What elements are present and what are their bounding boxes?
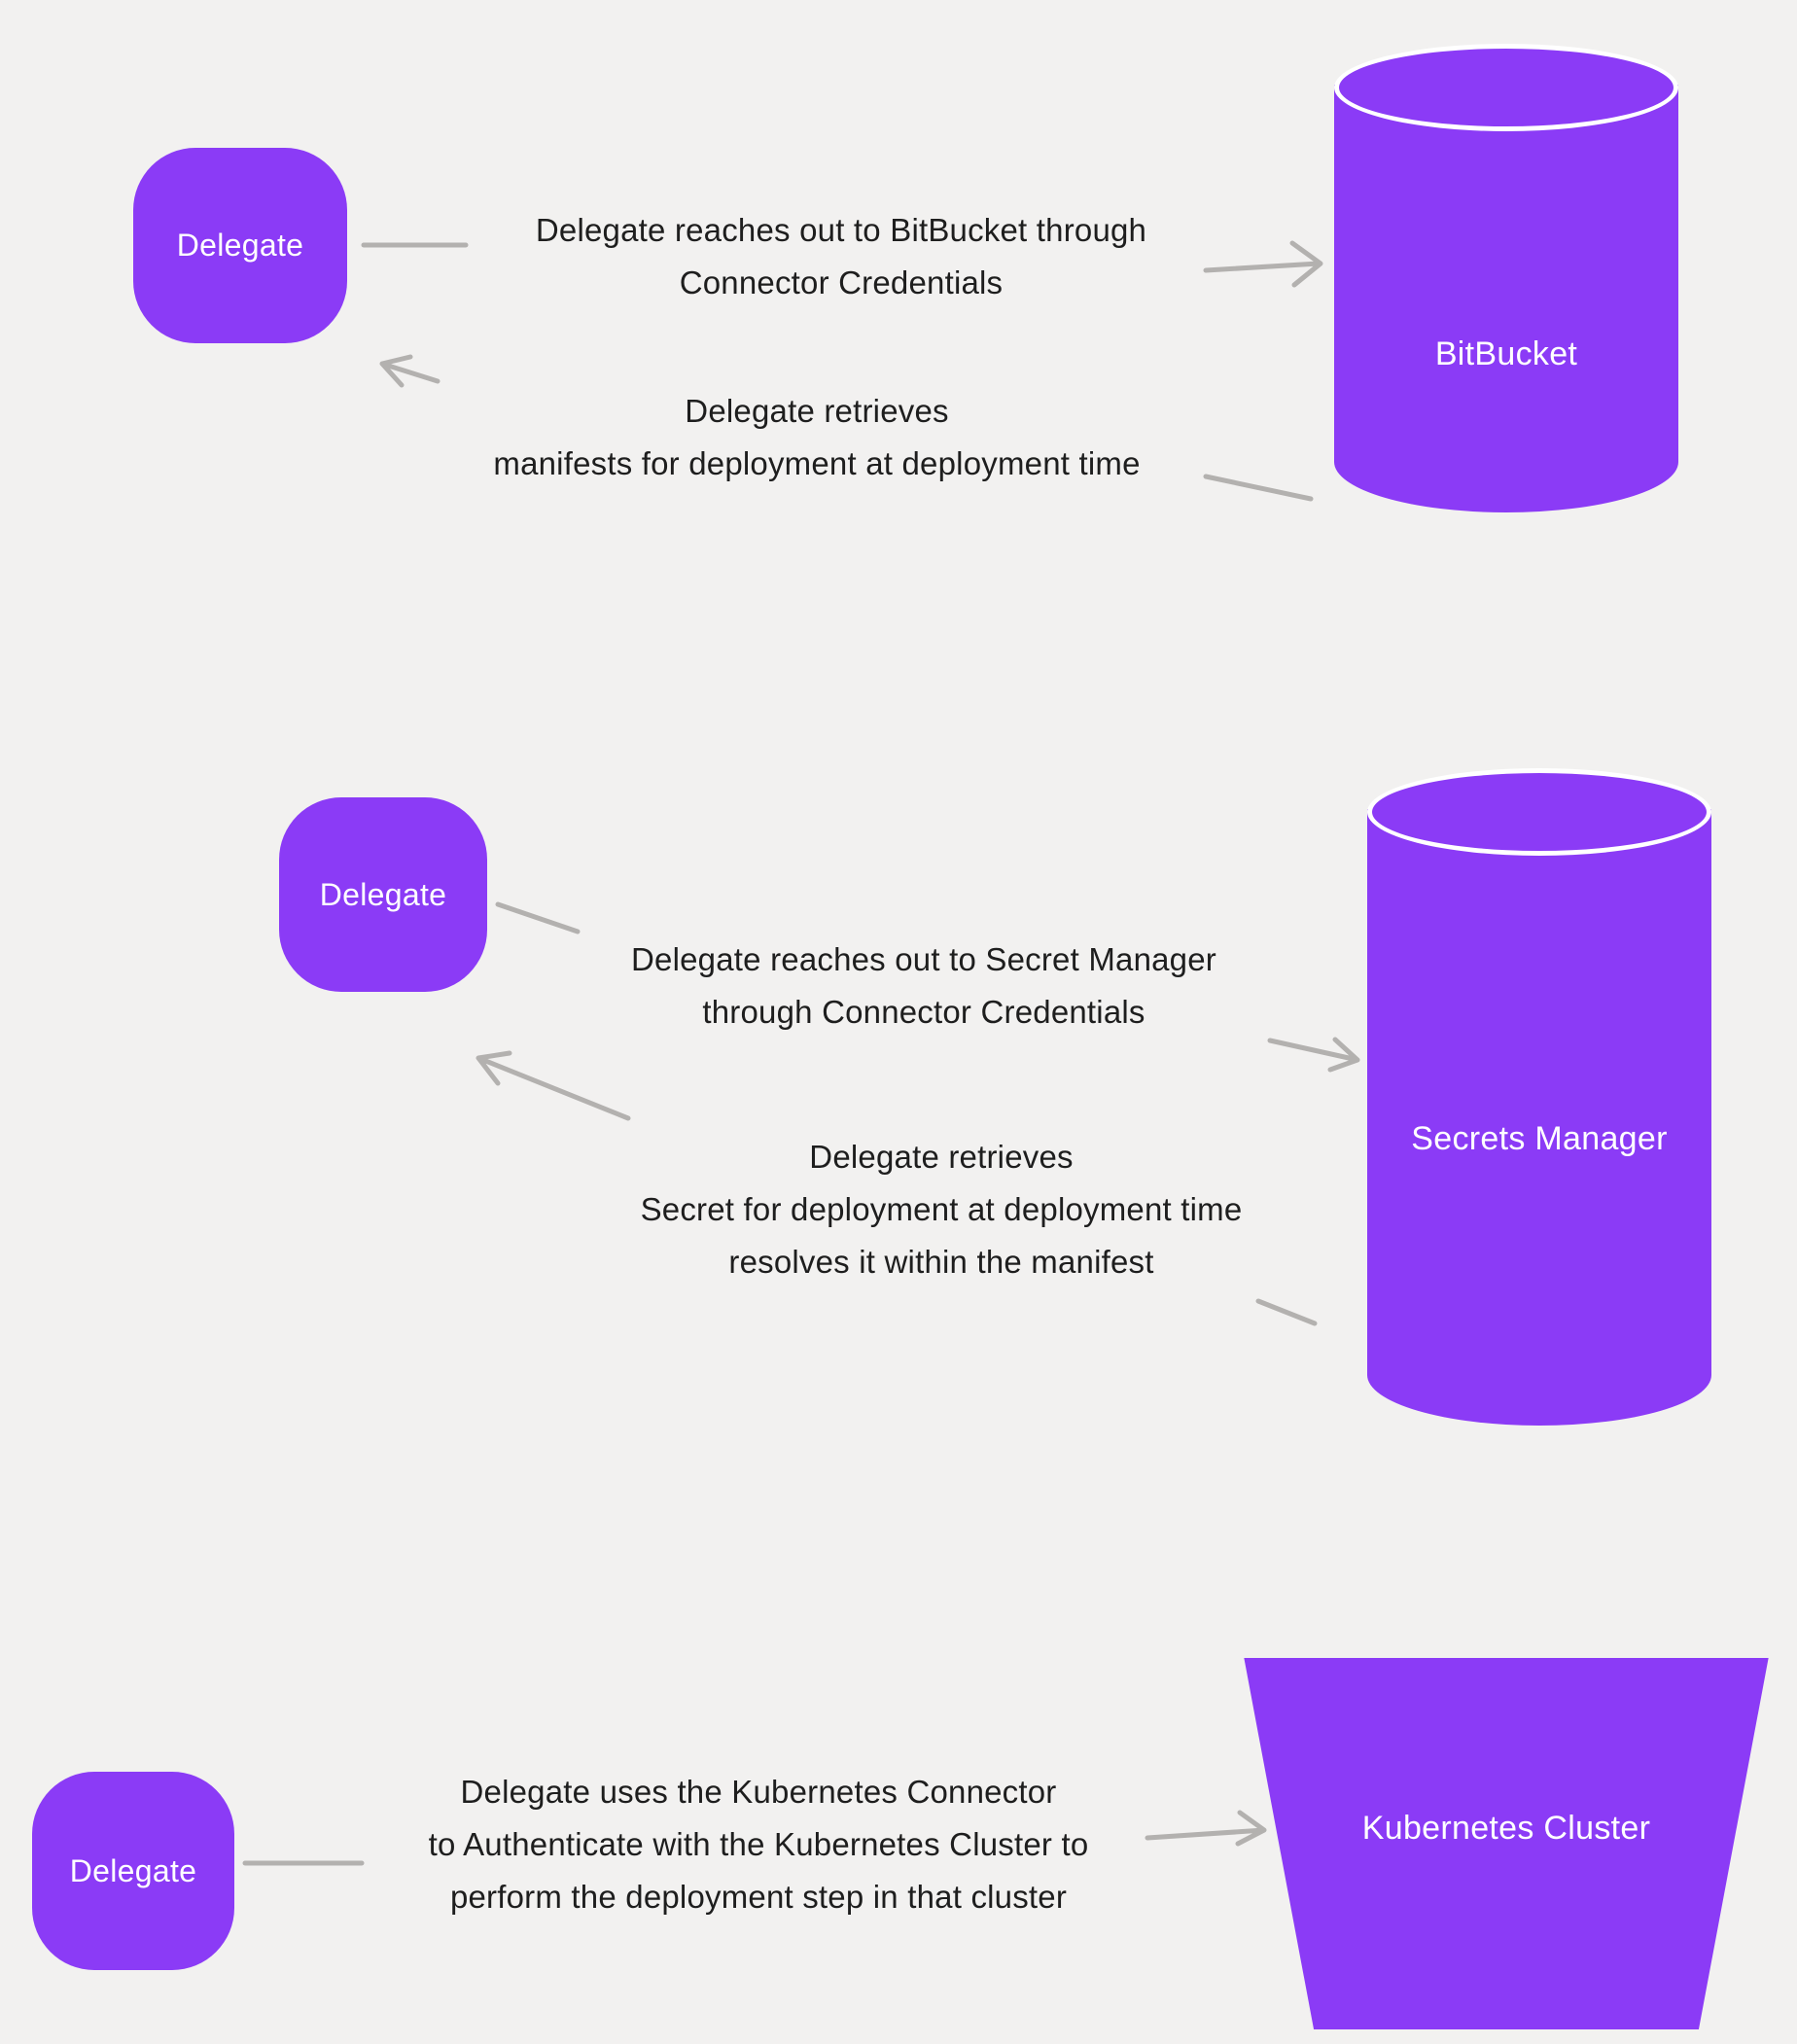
request-annotation-secrets-manager: Delegate reaches out to Secret Manager t… (535, 934, 1313, 1039)
delegate-label: Delegate (176, 228, 304, 263)
annotation-line: to Authenticate with the Kubernetes Clus… (428, 1826, 1089, 1863)
annotation-line: resolves it within the manifest (728, 1244, 1154, 1281)
annotation-line: manifests for deployment at deployment t… (493, 445, 1141, 482)
delegate-label: Delegate (69, 1852, 197, 1888)
annotation-line: Secret for deployment at deployment time (640, 1191, 1243, 1228)
response-annotation-bitbucket: Delegate retrieves manifests for deploym… (428, 385, 1206, 490)
line-secrets-manager-to-text (1255, 1298, 1318, 1326)
arrow-into-secrets-manager (1267, 1037, 1360, 1073)
bitbucket-label: BitBucket (1434, 335, 1578, 372)
annotation-line: Delegate reaches out to BitBucket throug… (535, 212, 1147, 248)
delegate-label: Delegate (319, 876, 447, 912)
secrets-manager-node: Secrets Manager (1367, 768, 1711, 1426)
annotation-line: Delegate retrieves (809, 1139, 1074, 1175)
arrow-into-kubernetes-cluster (1145, 1810, 1267, 1847)
annotation-line: Delegate reaches out to Secret Manager (631, 941, 1216, 977)
bitbucket-node: BitBucket (1334, 44, 1678, 512)
annotation-line: through Connector Credentials (702, 994, 1145, 1031)
annotation-line: Delegate uses the Kubernetes Connector (460, 1774, 1057, 1810)
delegate-node: Delegate (133, 148, 347, 343)
response-annotation-secrets-manager: Delegate retrieves Secret for deployment… (552, 1131, 1330, 1288)
cylinder-body (1367, 809, 1711, 1426)
line-bitbucket-to-text (1203, 474, 1314, 502)
annotation-line: Connector Credentials (679, 264, 1004, 301)
arrow-back-to-delegate1 (379, 354, 440, 388)
delegate-node: Delegate (32, 1772, 234, 1970)
request-annotation-bitbucket: Delegate reaches out to BitBucket throug… (452, 204, 1230, 309)
request-annotation-kubernetes: Delegate uses the Kubernetes Connector t… (370, 1766, 1147, 1923)
annotation-line: Delegate retrieves (685, 393, 949, 429)
cylinder-body (1334, 85, 1678, 512)
kubernetes-cluster-node: Kubernetes Cluster (1244, 1658, 1769, 2029)
cylinder-top-cap (1334, 44, 1678, 131)
kubernetes-cluster-label: Kubernetes Cluster (1361, 1810, 1651, 1847)
line-delegate2-to-text (495, 901, 581, 934)
delegate-node: Delegate (279, 797, 487, 992)
annotation-line: perform the deployment step in that clus… (449, 1879, 1068, 1916)
secrets-manager-label: Secrets Manager (1411, 1120, 1668, 1157)
cylinder-top-cap (1367, 768, 1711, 856)
arrow-back-to-delegate2 (476, 1050, 631, 1121)
